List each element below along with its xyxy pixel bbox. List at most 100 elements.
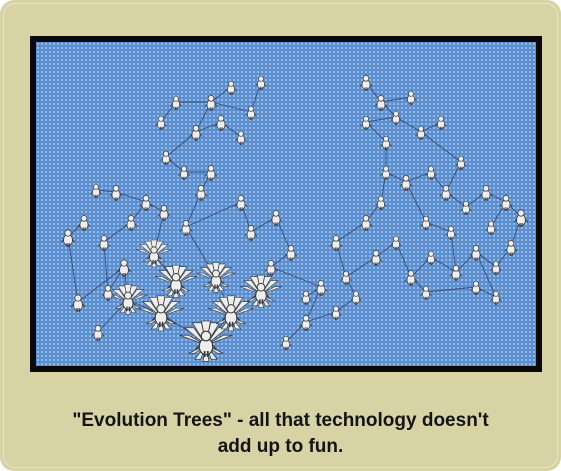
creature-node-icon[interactable]	[314, 280, 328, 296]
creature-node-icon[interactable]	[101, 285, 115, 301]
creature-node-icon[interactable]	[490, 290, 502, 305]
creature-node-icon[interactable]	[280, 335, 292, 350]
creature-node-icon[interactable]	[109, 185, 123, 201]
winged-creature-icon[interactable]	[138, 295, 184, 332]
tree-connection-line	[405, 171, 432, 183]
winged-creature-icon[interactable]	[108, 284, 148, 315]
evolution-tree-view	[36, 42, 536, 366]
creature-node-icon[interactable]	[235, 130, 247, 145]
creature-node-icon[interactable]	[204, 165, 218, 181]
creature-node-icon[interactable]	[490, 260, 502, 275]
creature-node-icon[interactable]	[425, 250, 437, 265]
creature-node-icon[interactable]	[189, 125, 203, 141]
creature-node-icon[interactable]	[300, 290, 312, 305]
creature-node-icon[interactable]	[194, 185, 208, 201]
creature-node-icon[interactable]	[157, 205, 171, 221]
creature-node-icon[interactable]	[284, 245, 298, 261]
creature-node-icon[interactable]	[264, 260, 278, 276]
tree-connection-line	[305, 311, 337, 323]
winged-creature-icon[interactable]	[196, 262, 236, 293]
creature-node-icon[interactable]	[160, 150, 172, 165]
creature-node-icon[interactable]	[179, 220, 193, 236]
creature-node-icon[interactable]	[479, 185, 493, 201]
tree-connection-line	[103, 221, 132, 243]
creature-node-icon[interactable]	[340, 270, 352, 285]
creature-node-icon[interactable]	[445, 225, 457, 240]
creature-node-icon[interactable]	[449, 265, 463, 281]
creature-node-icon[interactable]	[178, 165, 190, 180]
creature-node-icon[interactable]	[420, 285, 432, 300]
creature-node-icon[interactable]	[359, 215, 373, 231]
creature-node-icon[interactable]	[399, 175, 413, 191]
creature-node-icon[interactable]	[415, 125, 427, 140]
evolution-tree-graph	[60, 75, 529, 362]
creature-node-icon[interactable]	[360, 115, 372, 130]
creature-node-icon[interactable]	[380, 165, 392, 180]
tree-connection-line	[405, 181, 427, 223]
creature-node-icon[interactable]	[97, 235, 111, 251]
caption-line-2: add up to fun.	[217, 436, 344, 457]
tree-connection-line	[475, 251, 497, 298]
creature-node-icon[interactable]	[214, 115, 228, 131]
creature-node-icon[interactable]	[405, 90, 417, 105]
tree-connections	[67, 81, 522, 343]
creature-node-icon[interactable]	[90, 183, 102, 198]
creature-node-icon[interactable]	[330, 305, 342, 320]
creature-node-icon[interactable]	[204, 95, 218, 111]
creature-node-icon[interactable]	[91, 325, 105, 341]
creature-node-icon[interactable]	[155, 115, 167, 130]
creature-node-icon[interactable]	[469, 245, 483, 261]
creature-node-icon[interactable]	[350, 290, 362, 305]
tree-connection-line	[425, 221, 452, 233]
creature-node-icon[interactable]	[455, 155, 467, 170]
creature-node-icon[interactable]	[435, 115, 447, 130]
winged-creature-icon[interactable]	[154, 264, 198, 298]
caption-line-1: "Evolution Trees" - all that technology …	[72, 410, 489, 431]
creature-node-icon[interactable]	[255, 75, 267, 90]
creature-node-icon[interactable]	[245, 105, 257, 120]
creature-node-icon[interactable]	[139, 195, 153, 211]
tree-connection-line	[380, 96, 412, 103]
creature-node-icon[interactable]	[299, 315, 313, 331]
creature-node-icon[interactable]	[439, 185, 453, 201]
creature-node-icon[interactable]	[470, 280, 482, 295]
creature-node-icon[interactable]	[124, 215, 138, 231]
creature-node-icon[interactable]	[390, 110, 402, 125]
tree-connection-line	[210, 101, 252, 113]
creature-node-icon[interactable]	[499, 195, 513, 211]
tree-connection-line	[115, 191, 147, 203]
creature-node-icon[interactable]	[460, 200, 472, 215]
winged-creature-icon[interactable]	[208, 295, 254, 332]
creature-node-icon[interactable]	[425, 165, 437, 180]
creature-node-icon[interactable]	[404, 270, 418, 286]
creature-node-icon[interactable]	[70, 294, 86, 312]
creature-node-icon[interactable]	[329, 235, 343, 251]
creature-node-icon[interactable]	[485, 220, 497, 235]
creature-node-icon[interactable]	[375, 195, 387, 210]
creature-node-icon[interactable]	[60, 229, 76, 247]
creature-node-icon[interactable]	[269, 210, 283, 226]
creature-node-icon[interactable]	[374, 95, 388, 111]
winged-creature-icon[interactable]	[239, 274, 283, 308]
creature-node-icon[interactable]	[116, 259, 132, 277]
creature-node-icon[interactable]	[234, 195, 248, 211]
creature-node-icon[interactable]	[244, 225, 258, 241]
creature-node-icon[interactable]	[225, 80, 237, 95]
creature-node-icon[interactable]	[359, 75, 373, 91]
tree-connection-line	[77, 266, 125, 303]
tree-connection-line	[185, 201, 242, 228]
creature-node-icon[interactable]	[513, 209, 529, 227]
winged-creature-icon[interactable]	[179, 320, 233, 362]
tree-nodes	[60, 75, 529, 362]
creature-node-icon[interactable]	[504, 240, 518, 256]
creature-node-icon[interactable]	[390, 235, 402, 250]
image-caption: "Evolution Trees" - all that technology …	[0, 408, 561, 460]
creature-node-icon[interactable]	[420, 215, 432, 230]
creature-node-icon[interactable]	[369, 250, 383, 266]
creature-node-icon[interactable]	[380, 135, 392, 150]
winged-creature-icon[interactable]	[136, 239, 172, 268]
creature-node-icon[interactable]	[170, 95, 182, 110]
creature-node-icon[interactable]	[77, 215, 91, 231]
tree-connection-line	[67, 236, 79, 303]
tree-connection-line	[365, 116, 397, 123]
